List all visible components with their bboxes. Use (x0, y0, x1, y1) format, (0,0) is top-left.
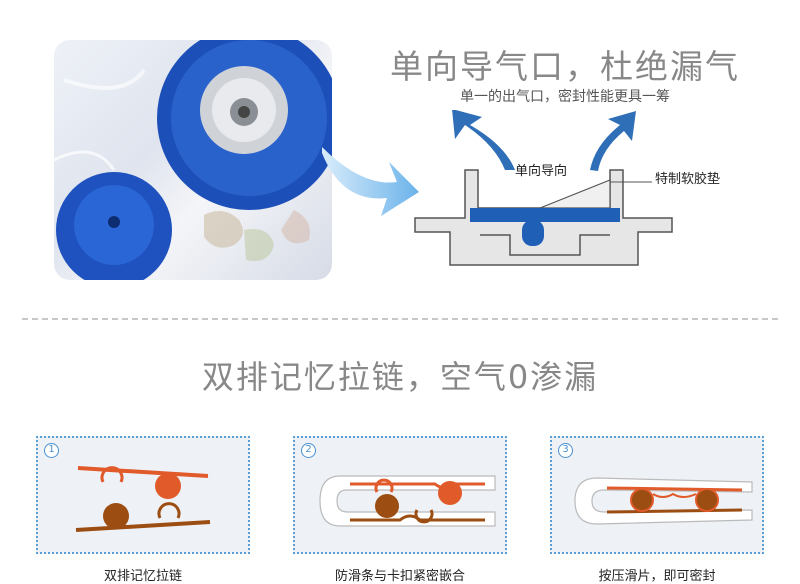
zipper-step-panel-1: 1 (36, 436, 250, 554)
zipper-step-caption-1: 双排记忆拉链 (103, 569, 182, 584)
step-number-badge: 3 (558, 443, 573, 458)
step-number-badge: 2 (301, 443, 316, 458)
valve-cross-section-diagram (414, 110, 673, 266)
outflow-arrow-left-icon (452, 110, 515, 170)
zipper-step-panel-3: 3 (550, 436, 764, 554)
valve-product-photo (54, 40, 332, 280)
zipper-step-caption-3: 按压滑片，即可密封 (598, 569, 716, 584)
zipper-step-caption-2: 防滑条与卡扣紧密嵌合 (334, 569, 465, 584)
valve-subtitle: 单一的出气口，密封性能更具一筹 (460, 89, 670, 105)
section-divider (22, 318, 778, 320)
valve-title: 单向导气口，杜绝漏气 (390, 47, 740, 86)
step-number-badge: 1 (44, 443, 59, 458)
zipper-title: 双排记忆拉链，空气0渗漏 (201, 358, 599, 396)
soft-gasket-label: 特制软胶垫 (655, 172, 721, 187)
outflow-arrow-right-icon (590, 111, 636, 171)
one-way-direction-label: 单向导向 (515, 164, 568, 179)
pointer-arrow-icon (322, 147, 419, 216)
zipper-step-panel-2: 2 (293, 436, 507, 554)
